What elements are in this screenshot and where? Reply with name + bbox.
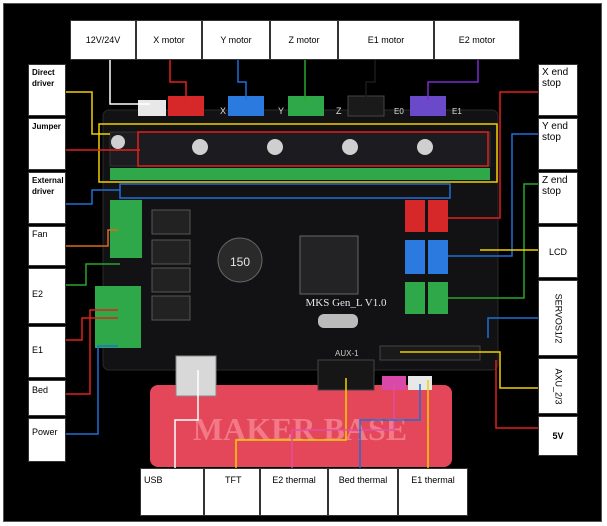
maker-base-stand [150, 385, 452, 467]
label-axu: AXU_2/3 [538, 358, 578, 414]
driver-terminal-row [110, 168, 490, 180]
label-12v-24v: 12V/24V [70, 20, 136, 60]
aux1-label: AUX-1 [335, 349, 359, 358]
label-x-motor: X motor [136, 20, 202, 60]
label-power: Power [28, 418, 66, 462]
label-tft: TFT [204, 468, 260, 516]
y-motor-connector [228, 96, 264, 116]
label-jumper: Jumper [28, 118, 66, 170]
label-y-motor: Y motor [202, 20, 270, 60]
label-x-end-stop: X end stop [538, 64, 578, 116]
label-e2-motor: E2 motor [434, 20, 520, 60]
aux-header-row [379, 345, 481, 361]
axis-mark-e0: E0 [394, 107, 404, 116]
external-driver-outline [119, 183, 451, 199]
axis-mark-y: Y [278, 106, 284, 116]
usb-connector [175, 355, 217, 397]
x-motor-connector [168, 96, 204, 116]
maker-base-text: MAKER BASE [193, 411, 407, 447]
jumper-outline [98, 123, 498, 183]
axis-mark-e1: E1 [452, 107, 462, 116]
label-e1-motor: E1 motor [338, 20, 434, 60]
label-bed-thermal: Bed thermal [328, 468, 398, 516]
axis-mark-x: X [220, 106, 226, 116]
label-e1-thermal: E1 thermal [398, 468, 468, 516]
label-direct-driver: Direct driver [28, 64, 66, 116]
label-z-motor: Z motor [270, 20, 338, 60]
e2-motor-connector [410, 96, 446, 116]
label-z-end-stop: Z end stop [538, 172, 578, 224]
endstop-connectors [405, 200, 448, 314]
driver-strip [109, 131, 491, 167]
label-e1: E1 [28, 326, 66, 378]
capacitors [111, 135, 433, 155]
label-y-end-stop: Y end stop [538, 118, 578, 170]
board-model-label: MKS Gen_L V1.0 [306, 297, 387, 309]
bed-thermal-connector [408, 376, 432, 390]
fan-terminal-block [110, 200, 142, 258]
label-e2: E2 [28, 268, 66, 324]
inductor [217, 237, 263, 283]
direct-driver-outline [137, 131, 489, 167]
heater-terminal-block [95, 286, 141, 348]
axis-mark-z: Z [336, 106, 342, 116]
inductor-label: 150 [230, 255, 250, 269]
callout-lines [66, 60, 538, 470]
label-e2-thermal: E2 thermal [260, 468, 328, 516]
mcu-chip [299, 235, 359, 295]
label-usb: USB [140, 468, 204, 516]
crystal [318, 314, 358, 328]
z-motor-connector [288, 96, 324, 116]
e2-thermal-connector [382, 376, 406, 390]
label-external-driver: External driver [28, 172, 66, 224]
mosfets [151, 209, 191, 321]
label-servos: SERVOS1/2 [538, 280, 578, 356]
label-lcd: LCD [538, 226, 578, 278]
power-connector [138, 100, 166, 116]
label-5v: 5V [538, 416, 578, 456]
label-fan: Fan [28, 226, 66, 266]
label-bed: Bed [28, 380, 66, 416]
label-axu-text: AXU_2/3 [553, 367, 564, 405]
label-servos-text: SERVOS1/2 [553, 293, 564, 343]
